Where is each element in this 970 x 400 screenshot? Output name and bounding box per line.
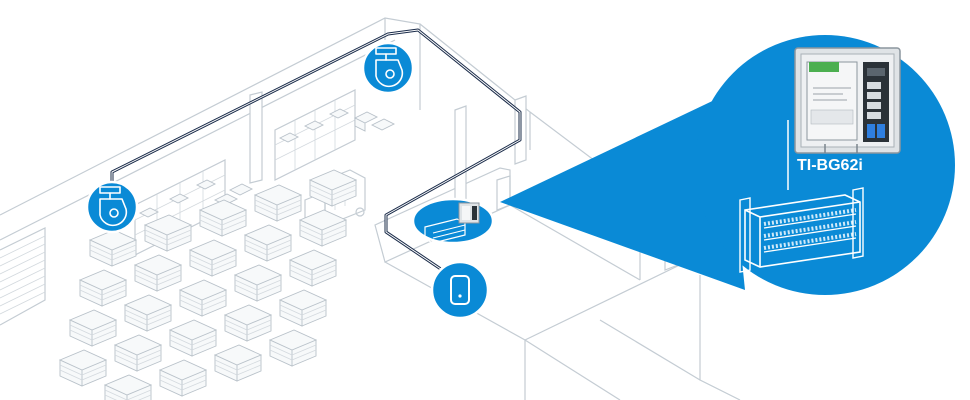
pallet-stack	[233, 264, 283, 302]
network-cable	[110, 28, 522, 284]
pallet-stack	[298, 209, 348, 247]
pallet-stack	[243, 224, 293, 262]
pallet-stack-lines	[254, 199, 302, 216]
pallet-stack	[158, 359, 208, 397]
wireless-access-point-icon	[430, 260, 490, 320]
pallet-stack-lines	[224, 319, 272, 336]
pallet-stack-lines	[189, 254, 237, 271]
shelving-racks	[134, 89, 396, 256]
pallet-stack-lines	[89, 244, 137, 261]
pallet-stack	[123, 294, 173, 332]
pallet-stack	[308, 169, 358, 207]
network-rack-icon	[739, 187, 864, 273]
pallet-stack-lines	[124, 309, 172, 326]
pallet-stack	[188, 239, 238, 277]
pallet-stack	[178, 279, 228, 317]
pallet-stack-lines	[279, 304, 327, 321]
pallet-stack-lines	[144, 229, 192, 246]
pallet-stack	[113, 334, 163, 372]
pallet-stack-lines	[59, 364, 107, 381]
pallet-stack-lines	[234, 279, 282, 296]
ptz-camera-icon	[361, 41, 415, 95]
pallet-stack	[198, 199, 248, 237]
pallet-stack-lines	[169, 334, 217, 351]
pallet-stack	[288, 249, 338, 287]
pallet-stack-lines	[104, 389, 152, 400]
pallet-stack	[143, 214, 193, 252]
pallet-stack	[268, 329, 318, 367]
pallet-stack-lines	[159, 374, 207, 391]
wall-cabinet-badge	[411, 197, 495, 245]
pallet-stack-lines	[269, 344, 317, 361]
ptz-camera-icon-left	[85, 180, 139, 234]
pallet-stack-lines	[299, 224, 347, 241]
pallet-stack-lines	[114, 349, 162, 366]
model-label: TI-BG62i	[797, 157, 863, 174]
pallet-stack-lines	[179, 294, 227, 311]
pallet-stack-lines	[214, 359, 262, 376]
product-callout: TI-BG62i	[695, 35, 955, 295]
pallet-stack-lines	[244, 239, 292, 256]
pallet-stack	[168, 319, 218, 357]
switch	[794, 47, 901, 154]
pallet-stack	[58, 349, 108, 387]
callout-connector	[500, 95, 745, 290]
pallet-stack-lines	[69, 324, 117, 341]
pallet-stack	[68, 309, 118, 347]
pallet-stack-lines	[79, 284, 127, 301]
pallet-stack	[103, 374, 153, 400]
pallet-stack-lines	[134, 269, 182, 286]
pallet-stack	[223, 304, 273, 342]
pallet-stack	[133, 254, 183, 292]
pallet-stack	[213, 344, 263, 382]
pallet-stack-lines	[309, 184, 357, 201]
pallet-stacks	[58, 169, 358, 400]
pallet-stack	[278, 289, 328, 327]
pallet-stack	[88, 229, 138, 267]
pallet-stack-lines	[289, 264, 337, 281]
pallet-stack-lines	[199, 214, 247, 231]
pallet-stack	[78, 269, 128, 307]
pallet-stack	[253, 184, 303, 222]
